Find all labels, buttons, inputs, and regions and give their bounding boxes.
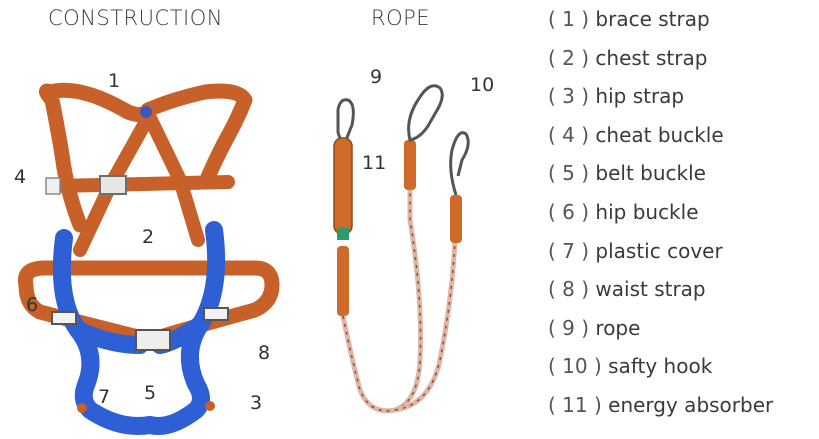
- callout-10: 10: [470, 74, 494, 96]
- legend-item: ( 9 ) rope: [548, 313, 773, 352]
- carabiner-icon: [338, 100, 353, 141]
- callout-11: 11: [362, 152, 386, 174]
- parts-legend: ( 1 ) brace strap ( 2 ) chest strap ( 3 …: [548, 4, 773, 429]
- rope-line: [343, 170, 421, 411]
- callout-6: 6: [26, 294, 38, 316]
- callout-9: 9: [370, 66, 382, 88]
- callout-3: 3: [250, 392, 262, 414]
- safty-hook-icon: [409, 86, 443, 140]
- legend-item: ( 11 ) energy absorber: [548, 390, 773, 429]
- hip-buckle: [52, 312, 76, 324]
- rope-lanyard: [334, 86, 468, 411]
- legend-item: ( 6 ) hip buckle: [548, 197, 773, 236]
- legend-item: ( 5 ) belt buckle: [548, 158, 773, 197]
- callout-5: 5: [144, 382, 156, 404]
- callout-1: 1: [108, 70, 120, 92]
- belt-buckle: [136, 330, 170, 350]
- legend-item: ( 3 ) hip strap: [548, 81, 773, 120]
- legend-item: ( 2 ) chest strap: [548, 43, 773, 82]
- callout-8: 8: [258, 342, 270, 364]
- legend-item: ( 8 ) waist strap: [548, 274, 773, 313]
- legend-item: ( 10 ) safty hook: [548, 351, 773, 390]
- callout-7: 7: [98, 386, 110, 408]
- energy-absorber: [334, 138, 352, 234]
- callout-4: 4: [14, 166, 26, 188]
- hip-strap: [62, 230, 216, 426]
- callout-2: 2: [142, 226, 154, 248]
- cheat-buckle: [100, 176, 126, 194]
- legend-item: ( 4 ) cheat buckle: [548, 120, 773, 159]
- legend-item: ( 1 ) brace strap: [548, 4, 773, 43]
- plastic-cover: [77, 403, 87, 413]
- legend-item: ( 7 ) plastic cover: [548, 236, 773, 275]
